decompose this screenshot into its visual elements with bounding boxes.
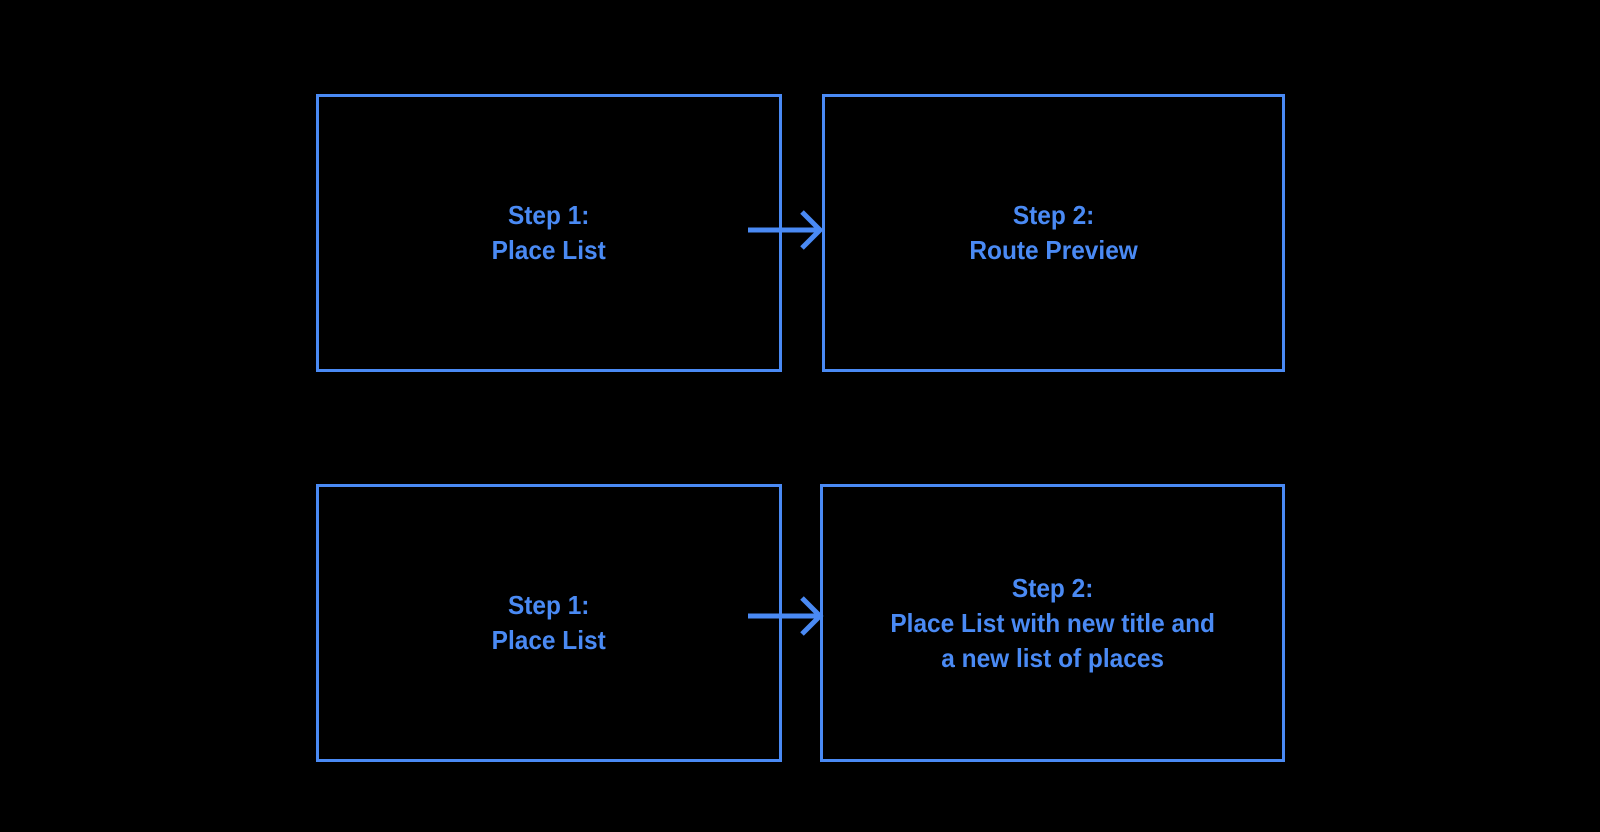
arrow-right-icon-top [748,210,824,250]
arrow-right-icon-bottom [748,596,824,636]
step-box-label: Step 1: Place List [491,590,607,655]
step-box-2-new-place-list[interactable]: Step 2: Place List with new title and a … [820,484,1285,762]
step-box-label: Step 2: Place List with new title and a … [890,572,1215,673]
step-box-label: Step 1: Place List [491,200,607,265]
step-box-1-place-list-top[interactable]: Step 1: Place List [316,94,782,372]
step-box-label: Step 2: Route Preview [969,200,1138,265]
step-box-1-place-list-bottom[interactable]: Step 1: Place List [316,484,782,762]
step-box-2-route-preview[interactable]: Step 2: Route Preview [822,94,1285,372]
